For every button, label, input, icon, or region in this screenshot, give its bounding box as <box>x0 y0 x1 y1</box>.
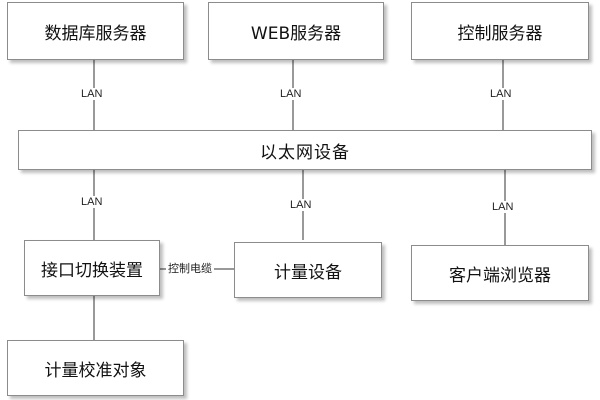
lan-label-metering: LAN <box>288 199 314 211</box>
interface-switch-node: 接口切换装置 <box>24 240 160 296</box>
web-server-node: WEB服务器 <box>208 2 384 60</box>
lan-label-interface: LAN <box>79 196 105 208</box>
ethernet-device-bar: 以太网设备 <box>18 130 592 170</box>
control-server-node: 控制服务器 <box>411 2 589 60</box>
calibration-target-node: 计量校准对象 <box>7 340 184 396</box>
lan-label-db: LAN <box>79 88 105 100</box>
lan-label-client: LAN <box>490 201 516 213</box>
control-cable-label: 控制电缆 <box>166 263 214 275</box>
metering-device-node: 计量设备 <box>234 242 382 298</box>
client-browser-node: 客户端浏览器 <box>411 245 589 301</box>
lan-label-control: LAN <box>488 88 514 100</box>
db-server-node: 数据库服务器 <box>7 2 184 60</box>
lan-label-web: LAN <box>278 88 304 100</box>
